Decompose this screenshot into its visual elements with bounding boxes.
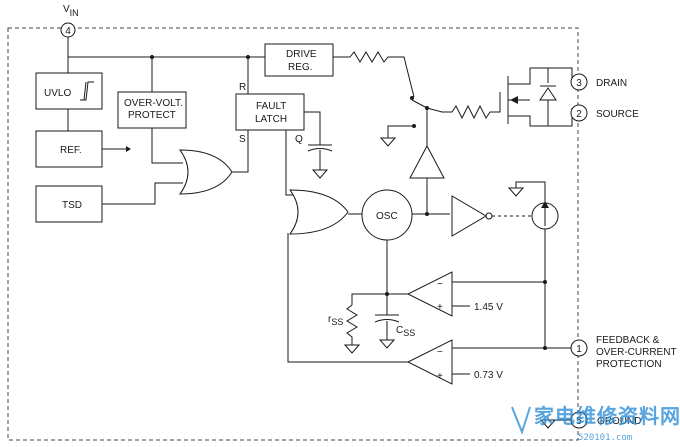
wire	[102, 182, 183, 205]
drain-label: DRAIN	[596, 78, 627, 89]
comparator-2	[406, 339, 453, 385]
upper-ref-label: 1.45 V	[474, 302, 503, 313]
pin-3-number: 3	[576, 78, 582, 89]
drive-reg-block	[264, 43, 334, 77]
feedback-label-2: OVER-CURRENT	[596, 347, 677, 358]
junction	[246, 55, 250, 59]
wire	[351, 293, 408, 305]
rss-label: rSS	[328, 314, 343, 327]
cap-plate	[374, 319, 400, 323]
latch-r-label: R	[239, 82, 246, 93]
junction	[543, 346, 547, 350]
resistor-wire	[333, 51, 415, 98]
junction	[543, 280, 547, 284]
or-gate-1	[179, 149, 233, 195]
pin-2-number: 2	[576, 109, 582, 120]
junction	[150, 55, 154, 59]
arrow-up-icon	[541, 201, 549, 208]
pin-5-number: 5	[576, 416, 582, 427]
drive-reg-label-1: DRIVE	[286, 49, 317, 60]
pin-4-number: 4	[65, 26, 71, 37]
mosfet-arrow	[510, 96, 518, 104]
ground-icon	[311, 169, 329, 179]
overvolt-label-1: OVER-VOLT.	[124, 98, 183, 109]
inverter-bubble	[485, 212, 493, 220]
watermark: 家电维修资料网 520101.com	[511, 404, 680, 443]
wire	[151, 128, 183, 164]
latch-s-label: S	[239, 134, 246, 145]
wire	[529, 67, 549, 127]
lower-ref-label: 0.73 V	[474, 370, 503, 381]
wire	[387, 125, 414, 138]
ground-icon	[539, 419, 557, 429]
wire	[515, 181, 546, 203]
fault-latch-block	[235, 93, 305, 131]
feedback-label-1: FEEDBACK &	[596, 335, 660, 346]
watermark-text: 家电维修资料网	[534, 404, 680, 428]
switch-wire	[411, 99, 428, 146]
switch-contact	[410, 96, 414, 100]
body-diode	[539, 85, 557, 101]
ground-icon	[379, 137, 397, 147]
ref-label: REF.	[60, 145, 82, 156]
pin-2-circle	[570, 104, 588, 122]
fault-latch-label-1: FAULT	[256, 101, 286, 112]
comp2-minus: −	[437, 347, 443, 358]
ground-icon	[378, 339, 396, 349]
tsd-block	[35, 185, 103, 223]
drive-reg-label-2: REG.	[288, 62, 312, 73]
ref-block	[35, 130, 103, 168]
wire	[548, 67, 573, 127]
overvolt-label-2: PROTECT	[128, 110, 176, 121]
watermark-url: 520101.com	[578, 433, 632, 443]
comp1-plus: +	[437, 302, 443, 313]
ground-icon	[507, 187, 525, 197]
output-buffer	[451, 195, 487, 237]
ground-label: GROUND	[597, 416, 641, 427]
ic-outline	[7, 27, 579, 441]
pin-1-circle	[570, 339, 588, 357]
watermark-logo-icon	[511, 406, 531, 435]
gate-driver-buffer	[409, 144, 445, 179]
ground-icon	[343, 344, 361, 354]
feedback-label-3: PROTECTION	[596, 359, 662, 370]
wire	[287, 233, 408, 363]
or-gate-2	[289, 189, 349, 235]
wire	[304, 111, 321, 145]
source-label: SOURCE	[596, 109, 639, 120]
css-label: CSS	[396, 325, 415, 338]
pin-3-circle	[570, 73, 588, 91]
comp2-plus: +	[437, 371, 443, 382]
vin-label: VIN	[63, 4, 79, 18]
hysteresis-icon	[80, 81, 94, 101]
tsd-label: TSD	[62, 200, 82, 211]
cap-plate	[307, 148, 333, 152]
osc-label: OSC	[376, 211, 398, 222]
latch-q-label: Q	[295, 134, 303, 145]
uvlo-block	[35, 72, 103, 110]
fault-latch-label-2: LATCH	[255, 114, 287, 125]
pin-1-number: 1	[576, 344, 582, 355]
uvlo-label: UVLO	[44, 88, 71, 99]
gate-resistor	[426, 92, 501, 120]
wire	[232, 130, 249, 173]
comp1-minus: −	[437, 279, 443, 290]
comparator-1	[406, 271, 453, 317]
rss-resistor	[346, 304, 358, 345]
arrow-right-icon	[126, 146, 131, 152]
overvolt-block	[117, 91, 187, 129]
